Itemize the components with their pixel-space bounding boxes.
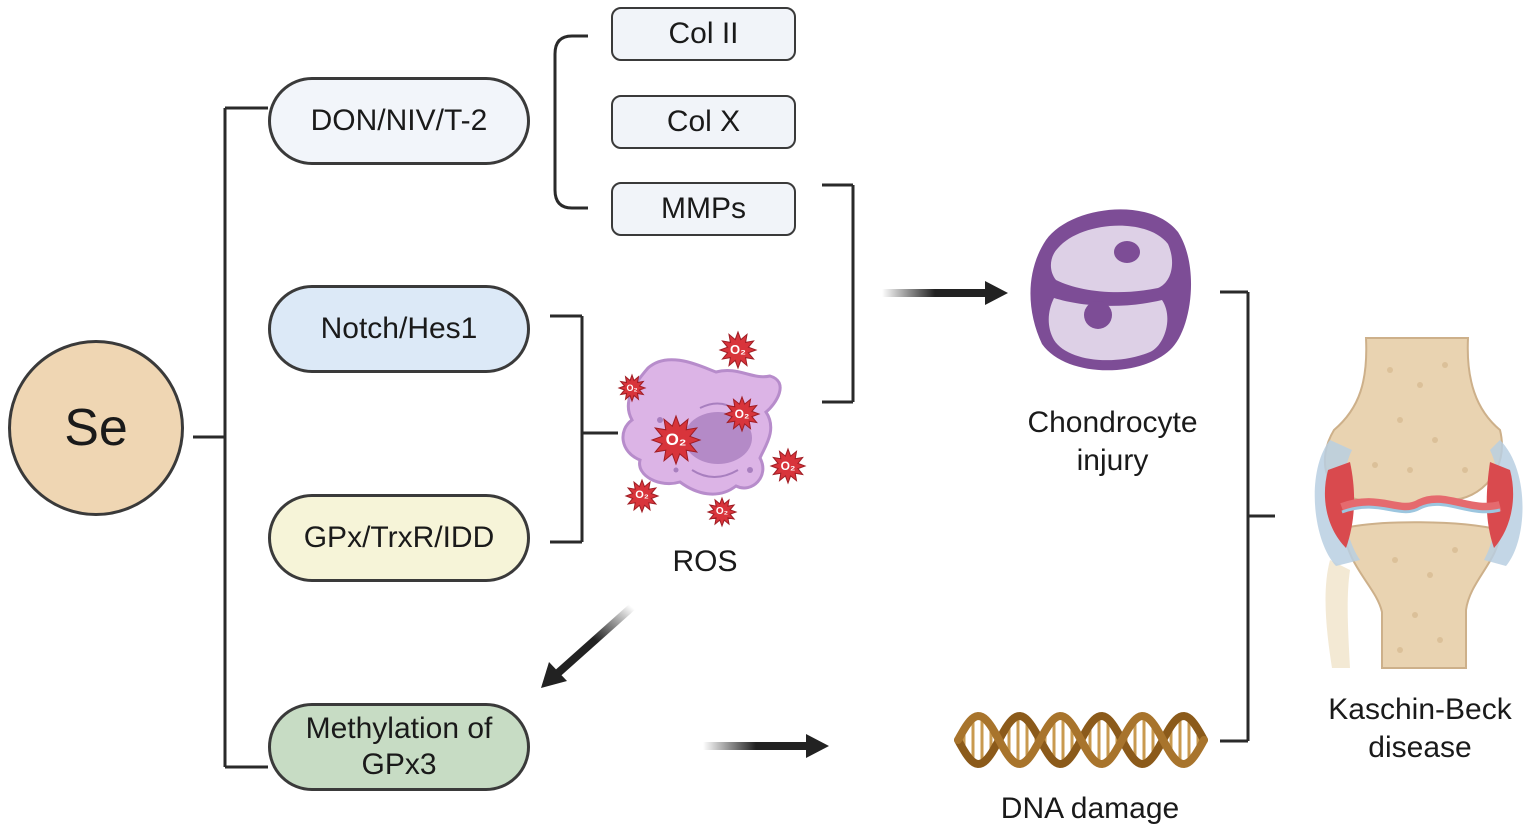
oxygen-radical-burst bbox=[706, 496, 738, 528]
dna-damage-label: DNA damage bbox=[1000, 792, 1180, 825]
arrow-to-chondrocyte bbox=[882, 281, 1008, 305]
oxygen-radical-burst bbox=[723, 395, 761, 433]
notch-hes1-node: Notch/Hes1 bbox=[268, 285, 530, 373]
col-ii-node: Col II bbox=[611, 7, 796, 61]
chondrocyte-label-line1: Chondrocyte bbox=[1027, 406, 1198, 439]
se-label: Se bbox=[64, 399, 128, 457]
oxygen-radical-label: O₂ bbox=[626, 382, 638, 393]
mmps-node: MMPs bbox=[611, 182, 796, 236]
kbd-label-line1: Kaschin-Beck bbox=[1328, 693, 1512, 726]
oxygen-radical-burst bbox=[617, 373, 647, 403]
collagen-bracket bbox=[553, 34, 588, 210]
oxygen-radical-burst bbox=[769, 447, 807, 485]
oxygen-radical-label: O₂ bbox=[734, 406, 750, 421]
gpx-trxr-idd-node: GPx/TrxR/IDD bbox=[268, 494, 530, 582]
oxygen-radical-label: O₂ bbox=[635, 489, 649, 502]
se-node: Se bbox=[8, 340, 184, 516]
se-bracket bbox=[193, 106, 268, 769]
col-ii-label: Col II bbox=[668, 17, 739, 50]
gpx-trxr-idd-label: GPx/TrxR/IDD bbox=[303, 521, 495, 554]
arrow-ros-to-methylation bbox=[541, 604, 635, 688]
oxygen-radical-label: O₂ bbox=[665, 429, 687, 449]
chondrocyte-label-line2: injury bbox=[1076, 444, 1149, 477]
kbd-label-line2: disease bbox=[1368, 731, 1472, 764]
col-x-label: Col X bbox=[666, 105, 741, 138]
chondrocyte-label: Chondrocyte injury bbox=[1000, 404, 1225, 480]
kbd-label: Kaschin-Beck disease bbox=[1300, 691, 1535, 767]
don-niv-t2-node: DON/NIV/T-2 bbox=[268, 77, 530, 165]
oxygen-radical-burst bbox=[624, 478, 660, 514]
oxygen-radical-label: O₂ bbox=[780, 458, 796, 473]
kbd-bracket bbox=[1220, 290, 1275, 743]
arrow-to-dna bbox=[703, 734, 829, 758]
don-niv-t2-label: DON/NIV/T-2 bbox=[310, 104, 488, 137]
oxygen-radical-burst bbox=[718, 330, 758, 370]
methylation-gpx3-node: Methylation of GPx3 bbox=[268, 703, 530, 791]
methylation-label-line2: GPx3 bbox=[361, 748, 437, 781]
col-x-node: Col X bbox=[611, 95, 796, 149]
dna-strand bbox=[954, 711, 1208, 769]
ros-label: ROS bbox=[672, 545, 738, 578]
notch-hes1-label: Notch/Hes1 bbox=[320, 312, 478, 345]
oxygen-radical-burst bbox=[650, 414, 702, 466]
mmps-label: MMPs bbox=[661, 192, 746, 225]
oxygen-radical-label: O₂ bbox=[715, 506, 729, 517]
chondro-bracket bbox=[822, 183, 855, 404]
methylation-label-line1: Methylation of bbox=[305, 712, 493, 745]
ros-bracket bbox=[550, 314, 618, 544]
oxygen-radical-label: O₂ bbox=[730, 342, 746, 358]
